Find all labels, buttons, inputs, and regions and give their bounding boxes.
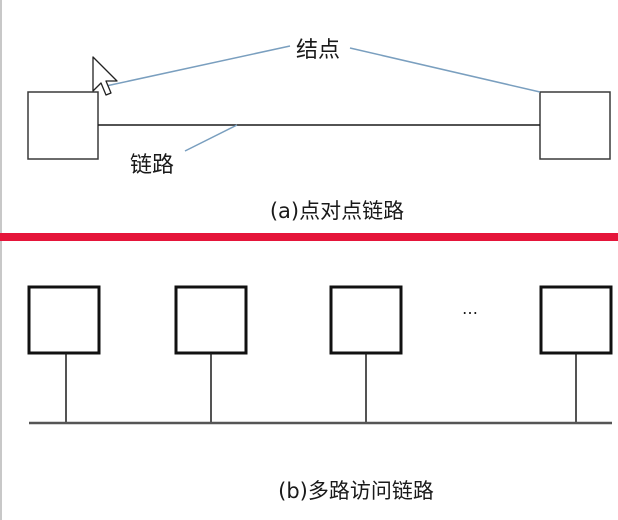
node-box-right xyxy=(539,91,611,160)
link-callout-line xyxy=(184,124,238,152)
caption-a: (a)点对点链路 xyxy=(270,199,404,223)
panel-a-point-to-point: 结点 链路 (a)点对点链路 xyxy=(27,38,611,223)
node-callout-line-right xyxy=(349,47,541,93)
panel-b-multi-access: … (b)多路访问链路 xyxy=(27,285,613,503)
station-box-1 xyxy=(27,285,101,355)
link-label: 链路 xyxy=(130,153,174,178)
station-box-3 xyxy=(329,285,403,355)
section-divider xyxy=(0,233,618,241)
caption-b: (b)多路访问链路 xyxy=(278,479,434,503)
mouse-cursor-icon xyxy=(92,56,118,96)
ellipsis: … xyxy=(462,299,478,318)
node-callout-line-left xyxy=(105,45,291,87)
station-box-4 xyxy=(539,285,613,355)
node-box-left xyxy=(27,91,99,160)
station-box-2 xyxy=(174,285,248,355)
node-label: 结点 xyxy=(296,38,340,63)
